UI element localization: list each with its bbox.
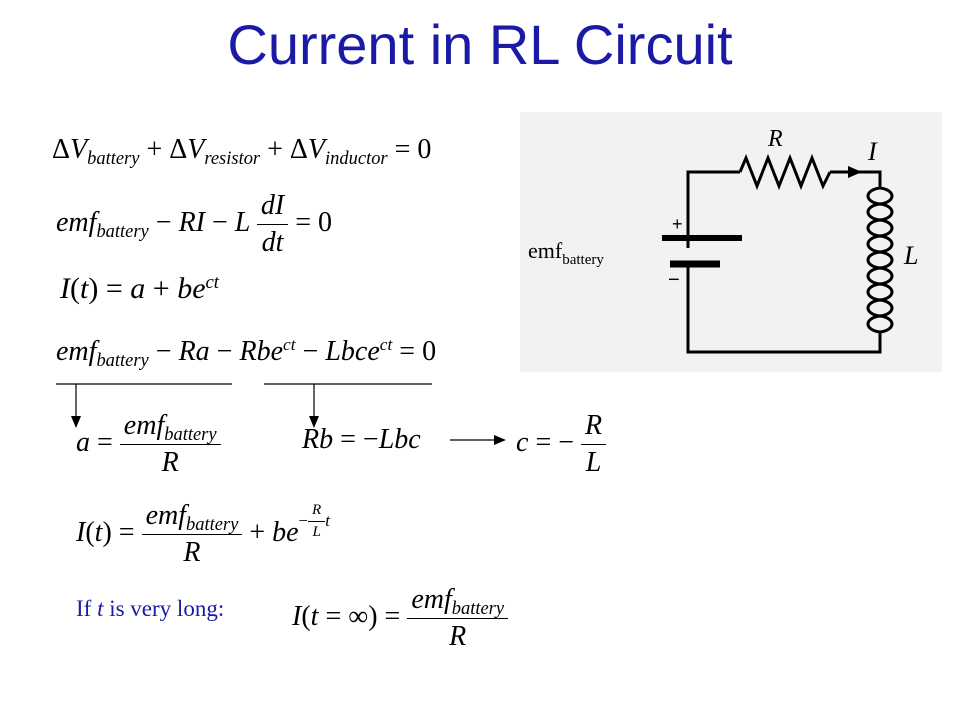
note-prefix: If	[76, 596, 98, 621]
equation-kirchhoff-loop: ΔVbattery + ΔVresistor + ΔVinductor = 0	[52, 134, 432, 169]
resistor-zigzag	[738, 153, 832, 191]
current-arrow-head	[848, 166, 862, 178]
inductor-coil	[879, 186, 894, 334]
equation-rb-lbc: Rb = −Lbc	[302, 424, 421, 455]
arrow-to-a-head	[71, 416, 81, 428]
equation-trial-solution: I(t) = a + bect	[60, 271, 219, 305]
current-label: I	[867, 137, 878, 166]
arrow-to-rb-head	[309, 416, 319, 428]
equation-substituted: emfbattery − Ra − Rbect − Lbcect = 0	[56, 335, 437, 371]
inductor-label: L	[903, 241, 918, 270]
wire-top-right	[830, 170, 882, 188]
resistor-label: R	[767, 126, 783, 152]
wire-top-left	[686, 170, 740, 236]
battery-label-subscript: battery	[562, 252, 604, 268]
battery-minus-label: −	[668, 269, 680, 291]
battery-label: emfbattery	[528, 238, 604, 268]
wire-bottom	[686, 264, 882, 354]
battery-plus-label: +	[672, 214, 683, 234]
long-time-note: If t is very long:	[76, 596, 224, 622]
note-variable: t	[97, 596, 104, 621]
note-suffix: is very long:	[103, 596, 225, 621]
slide-title: Current in RL Circuit	[227, 13, 733, 76]
battery-label-main: emf	[528, 238, 563, 263]
inductor-coil-back	[866, 186, 881, 334]
arrow-to-c-head	[494, 435, 506, 445]
